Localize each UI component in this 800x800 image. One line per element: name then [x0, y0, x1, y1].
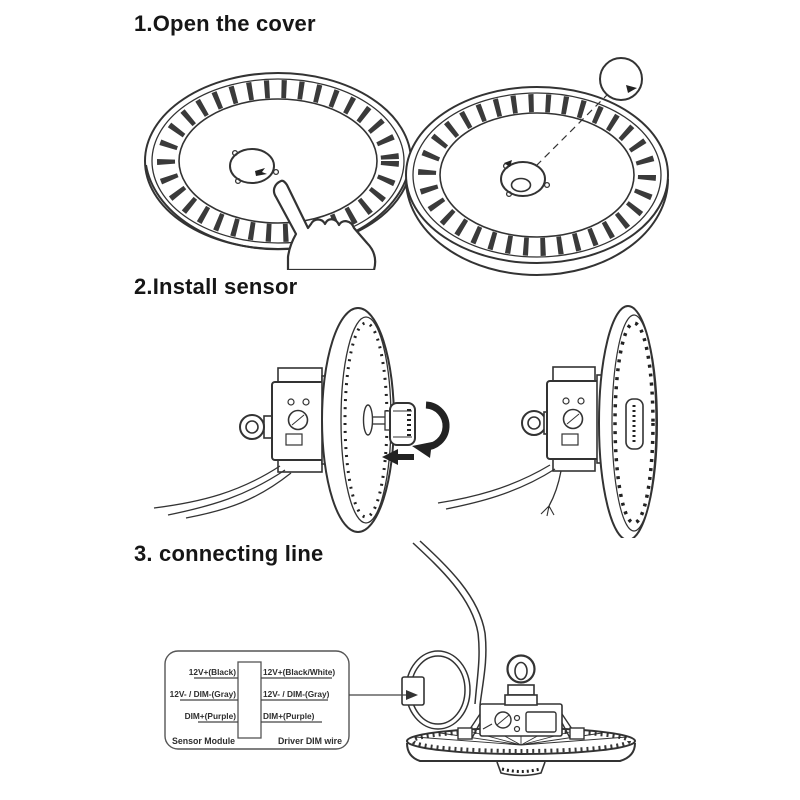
lamp-face-disc [321, 307, 395, 533]
cover-clip-mark [255, 168, 267, 176]
rotate-arrow-icon [412, 401, 450, 458]
box-to-lamp-arrow [349, 690, 418, 700]
step2-sensor-installed-illustration [437, 305, 658, 538]
removal-dashed-line [531, 92, 610, 171]
driver-wires [261, 677, 332, 723]
lamp-body-housing [521, 366, 608, 472]
driver-wire-label: 12V- / DIM-(Gray) [263, 689, 330, 699]
detached-cover [599, 57, 643, 101]
sensor-module-footer-label: Sensor Module [172, 736, 235, 746]
eye-bolt [521, 410, 547, 436]
step2-install-sensor-illustration [153, 307, 450, 533]
driver-wire-label: 12V+(Black/White) [263, 667, 335, 677]
bottom-sensor-bump [496, 761, 546, 777]
cover-clip-mark [626, 85, 637, 93]
sensor-module-wires [180, 677, 238, 723]
eye-bolt [506, 654, 536, 684]
eye-bolt [239, 414, 265, 440]
sensor-wire-label: DIM+(Purple) [185, 711, 237, 721]
driver-wire-label: DIM+(Purple) [263, 711, 315, 721]
step1-fixture-cover-removed-illustration [405, 57, 669, 276]
sensor-opening [500, 160, 551, 198]
power-wires [437, 464, 562, 517]
installed-sensor-bump [625, 398, 644, 450]
driver-mount-cluster [457, 654, 585, 740]
sensor-wire-label: 12V- / DIM-(Gray) [170, 689, 237, 699]
insert-arrow-icon [382, 449, 414, 465]
sensor-plug [373, 402, 416, 446]
step3-title: 3. connecting line [134, 541, 324, 566]
step1-fixture-with-hand-illustration [144, 72, 412, 270]
step2-title: 2.Install sensor [134, 274, 298, 299]
fin-ring [418, 94, 656, 256]
fin-ring [157, 80, 399, 242]
pointing-hand-icon [272, 179, 377, 270]
step1-title: 1.Open the cover [134, 11, 316, 36]
lamp-body-housing [239, 367, 333, 473]
fixture-bottom-view [144, 72, 412, 251]
step3-connecting-line-illustration [401, 540, 636, 777]
wiring-diagram-box: 12V+(Black) 12V- / DIM-(Gray) DIM+(Purpl… [164, 650, 418, 750]
power-wires [153, 465, 292, 519]
sensor-wire-label: 12V+(Black) [189, 667, 237, 677]
driver-dim-wire-footer-label: Driver DIM wire [278, 736, 342, 746]
center-cover [229, 148, 280, 185]
connector-block [237, 661, 262, 739]
